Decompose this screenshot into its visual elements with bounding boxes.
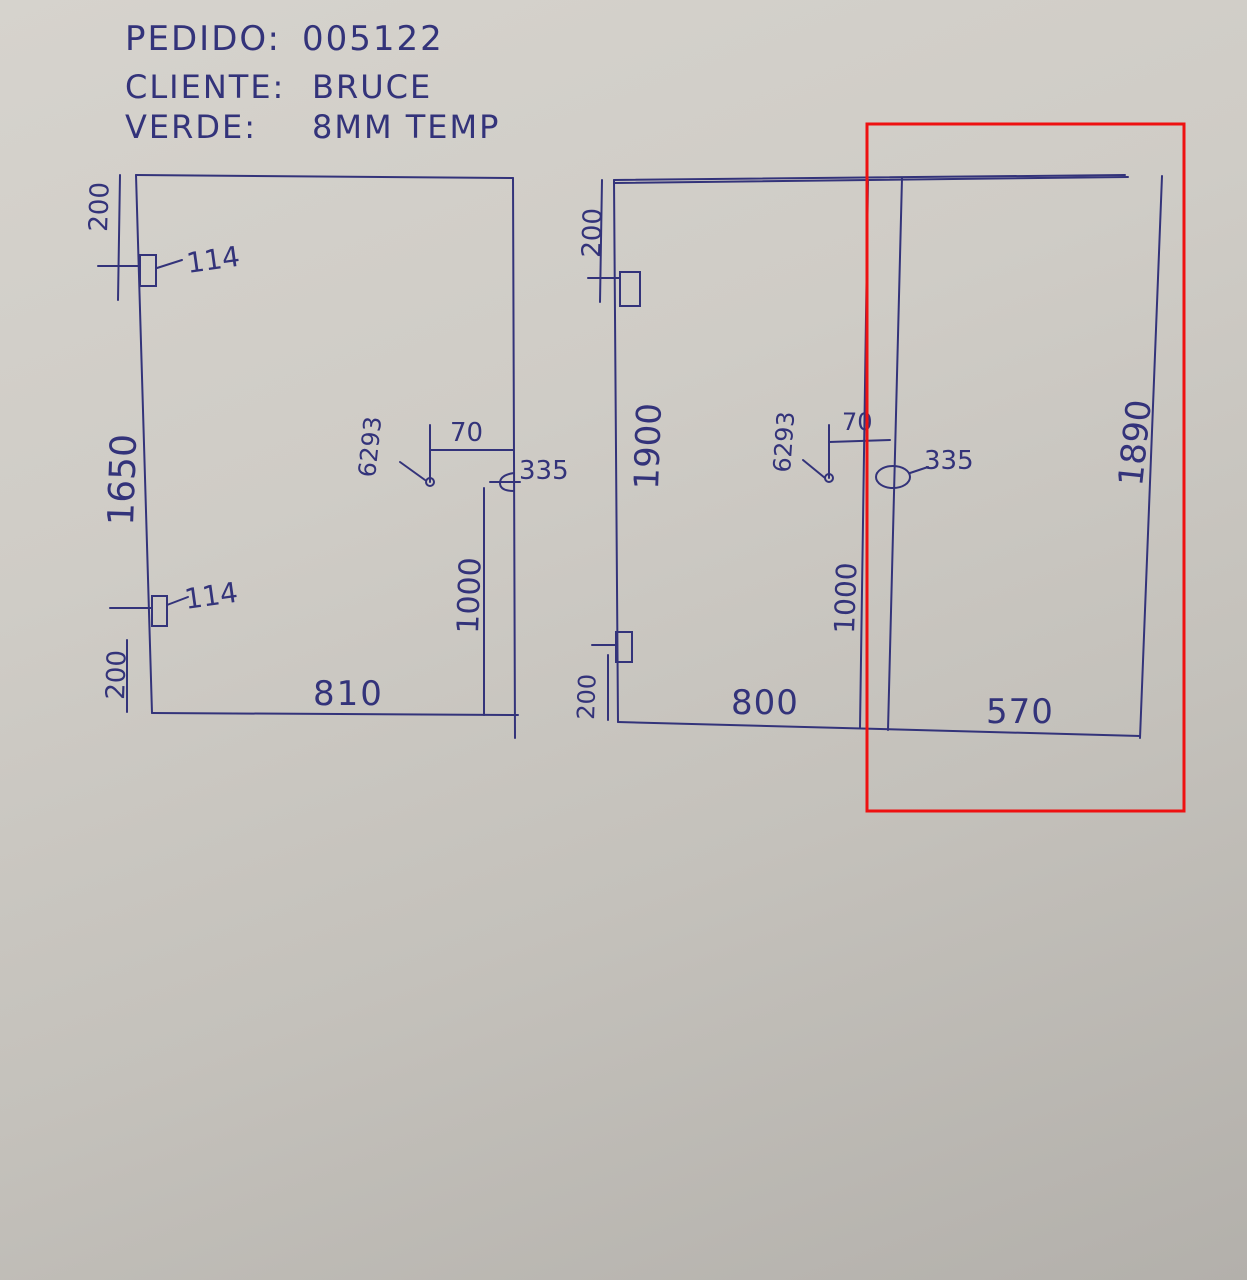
left-handle-height-label: 1000 — [451, 557, 489, 635]
glass-value: 8MM TEMP — [312, 108, 500, 146]
left-top-offset-label: 200 — [84, 182, 116, 233]
left-top-hinge-icon — [97, 254, 183, 287]
left-width-label: 810 — [313, 674, 384, 714]
left-bottom-hinge-label: 114 — [182, 576, 240, 616]
left-handle-label: 335 — [519, 456, 569, 486]
right-bottom-hinge-icon — [591, 631, 633, 663]
left-bottom-offset-label: 200 — [101, 650, 133, 701]
right-lock-model-label: 6293 — [768, 411, 800, 474]
left-lock-icon — [425, 477, 435, 487]
right-lock-icon — [824, 473, 834, 483]
right-top-offset-label: 200 — [577, 208, 609, 259]
left-top-hinge-label: 114 — [184, 240, 242, 280]
right-handle-height-label: 1000 — [828, 562, 863, 634]
left-lock-model-label: 6293 — [353, 415, 387, 479]
left-height-label: 1650 — [101, 433, 145, 526]
right-top-hinge-icon — [587, 271, 641, 307]
left-lock-offset-label: 70 — [450, 418, 483, 448]
client-label: CLIENTE: — [125, 68, 285, 106]
right-height-label: 1900 — [627, 402, 670, 490]
order-label: PEDIDO: — [125, 19, 281, 59]
left-bottom-hinge-icon — [109, 595, 189, 627]
right-panel-outline — [599, 174, 1163, 739]
left-panel-outline — [117, 174, 519, 739]
right-handle-icon — [875, 465, 929, 489]
order-value: 005122 — [302, 19, 444, 59]
right-handle-label: 335 — [924, 446, 974, 476]
right-bottom-offset-label: 200 — [572, 673, 602, 720]
right-door-width-label: 800 — [731, 683, 799, 723]
highlight-box — [865, 122, 1186, 813]
right-fixed-height-label: 1890 — [1111, 398, 1160, 488]
right-fixed-width-label: 570 — [986, 692, 1054, 732]
left-handle-icon — [489, 472, 521, 492]
client-value: BRUCE — [312, 68, 432, 106]
glass-label: VERDE: — [125, 108, 257, 146]
